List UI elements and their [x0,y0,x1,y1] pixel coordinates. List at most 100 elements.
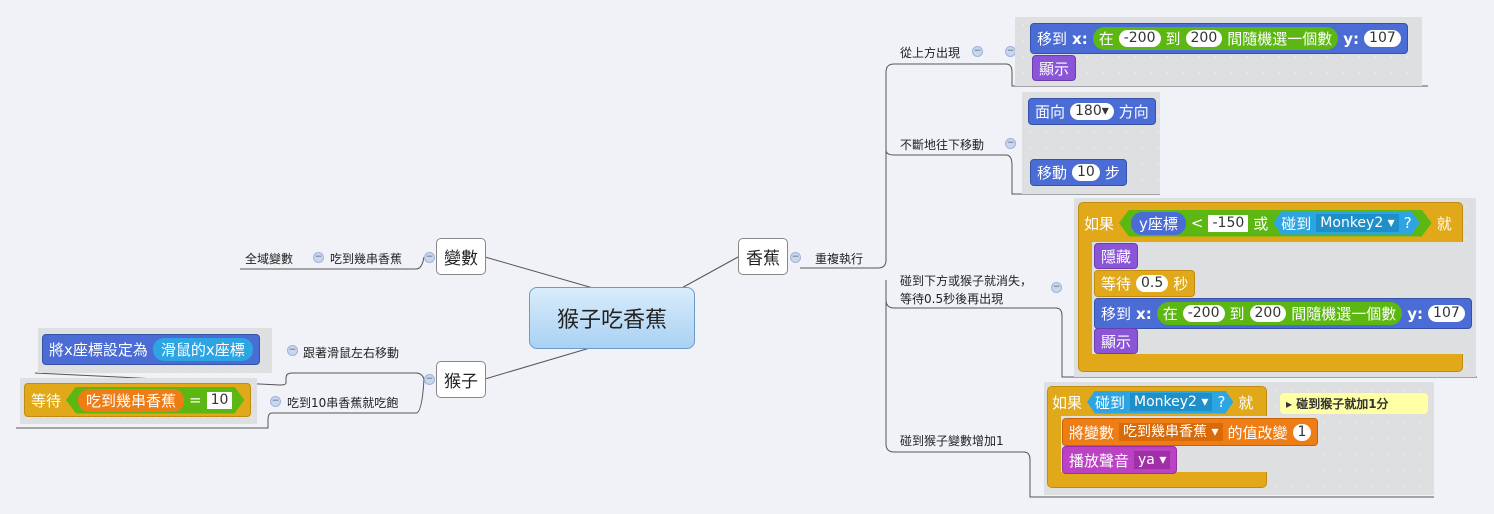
block-text: y: [1407,304,1424,323]
set-x-block[interactable]: 將x座標設定為 滑鼠的x座標 [42,334,260,365]
block-text: 隱藏 [1101,247,1132,266]
sprite-dropdown[interactable]: Monkey2 ▾ [1316,214,1398,232]
block-text: 將變數 [1069,423,1115,442]
collapse-icon[interactable]: − [287,345,298,356]
block-text: 碰到 [1095,393,1126,412]
block-text: 等待 [1101,275,1132,293]
subtopic-global-variable[interactable]: 全域變數 [245,252,294,266]
variable-dropdown[interactable]: 吃到幾串香蕉 ▾ [1119,423,1223,441]
block-text: 秒 [1173,275,1189,293]
y-input[interactable]: 107 [1364,30,1401,47]
subtopic-appear[interactable]: 從上方出現 [900,46,961,60]
collapse-icon[interactable]: − [270,396,281,407]
block-text: 如果 [1052,393,1083,412]
central-topic[interactable]: 猴子吃香蕉 [529,287,695,349]
topic-variables[interactable]: 變數 [436,238,486,275]
block-text: 到 [1229,305,1245,323]
block-text: 將x座標設定為 [49,341,148,359]
subtopic-banana-count[interactable]: 吃到幾串香蕉 [330,252,403,266]
direction-dropdown[interactable]: 180▾ [1070,103,1114,120]
block-text: x: [1136,304,1152,323]
show-block[interactable]: 顯示 [1094,328,1139,354]
subtopic-vanish-line2[interactable]: 等待0.5秒後再出現 [900,292,1004,306]
subtopic-vanish[interactable]: 碰到下方或猴子就消失， [900,274,1033,288]
sound-dropdown[interactable]: ya ▾ [1134,451,1171,469]
subtopic-follow-mouse[interactable]: 跟著滑鼠左右移動 [303,346,400,360]
topic-monkey[interactable]: 猴子 [436,361,486,398]
subtopic-repeat[interactable]: 重複執行 [815,252,864,266]
block-text: ? [1403,214,1412,232]
topic-label: 變數 [444,249,478,269]
block-text: 移動 [1037,164,1068,182]
central-topic-label: 猴子吃香蕉 [556,308,667,333]
collapse-icon[interactable]: − [1051,282,1062,293]
to-input[interactable]: 200 [1249,305,1287,322]
sprite-value: Monkey2 [1320,215,1384,231]
topic-label: 香蕉 [746,249,780,269]
block-text: ? [1217,393,1226,411]
hide-block[interactable]: 隱藏 [1094,243,1139,269]
subtopic-full[interactable]: 吃到10串香蕉就吃飽 [287,396,399,410]
y-position-reporter[interactable]: y座標 [1131,212,1186,235]
block-text: 間隨機選一個數 [1291,305,1397,323]
block-text: 移到 [1101,305,1132,323]
variable-value: 吃到幾串香蕉 [1123,424,1208,440]
collapse-icon[interactable]: − [313,252,324,263]
limit-input[interactable]: -150 [1208,215,1248,232]
steps-input[interactable]: 10 [1072,164,1100,181]
variable-reporter[interactable]: 吃到幾串香蕉 [78,389,184,412]
block-text: 移到 [1037,30,1068,48]
wait-until-block[interactable]: 等待 吃到幾串香蕉 = 10 [24,383,252,417]
from-input[interactable]: -200 [1182,305,1225,322]
y-input[interactable]: 107 [1428,305,1465,322]
collapse-icon[interactable]: − [1005,138,1016,149]
from-input[interactable]: -200 [1118,30,1161,47]
topic-banana[interactable]: 香蕉 [738,238,788,275]
block-text: 顯示 [1101,332,1132,351]
value-input[interactable]: 10 [207,392,233,409]
subtopic-score[interactable]: 碰到猴子變數增加1 [900,434,1004,448]
sound-value: ya [1138,452,1155,468]
change-input[interactable]: 1 [1292,423,1312,441]
direction-value: 180 [1075,103,1102,119]
seconds-input[interactable]: 0.5 [1136,275,1169,292]
collapse-icon[interactable]: − [972,46,983,57]
block-text: 面向 [1035,103,1066,121]
comment-note[interactable]: ▸ 碰到猴子就加1分 [1279,392,1429,415]
block-text: 方向 [1118,103,1149,121]
block-text: 步 [1104,164,1120,182]
block-text: x: [1072,29,1088,48]
sprite-dropdown[interactable]: Monkey2 ▾ [1130,393,1212,411]
equals-operator[interactable]: 吃到幾串香蕉 = 10 [66,387,244,414]
block-text: 播放聲音 [1069,451,1130,470]
subtopic-move-down[interactable]: 不斷地往下移動 [900,138,985,152]
to-input[interactable]: 200 [1185,30,1223,47]
sprite-value: Monkey2 [1134,394,1197,410]
block-text: 就 [1436,214,1452,233]
operator: = [189,391,202,409]
collapse-icon[interactable]: − [790,252,801,263]
collapse-icon[interactable]: − [424,252,435,263]
mouse-x-reporter[interactable]: 滑鼠的x座標 [152,338,253,361]
block-text: 到 [1165,30,1181,48]
show-block[interactable]: 顯示 [1032,55,1077,81]
block-text: 顯示 [1039,59,1070,78]
block-text: 碰到 [1281,214,1312,233]
collapse-icon[interactable]: − [424,374,435,385]
operator: < [1190,214,1204,232]
block-text: 在 [1098,30,1114,48]
block-text: 就 [1238,393,1254,412]
